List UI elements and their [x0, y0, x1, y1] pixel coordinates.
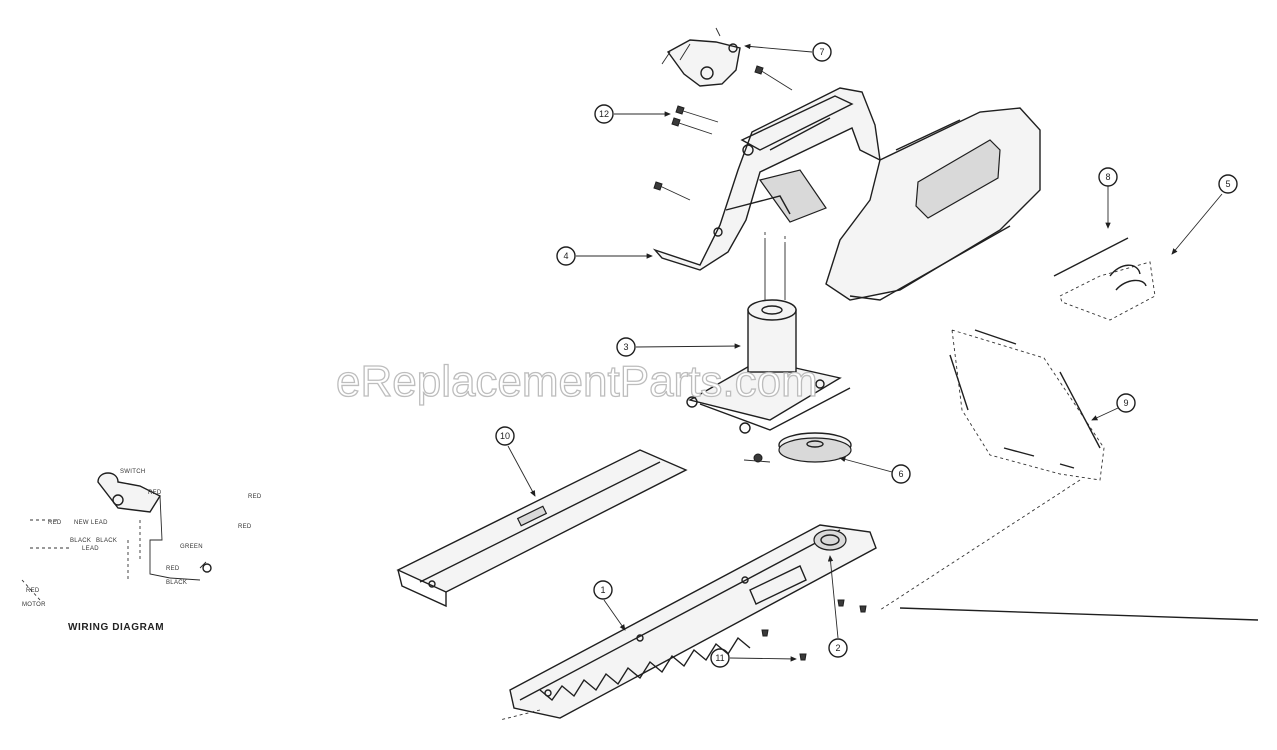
wiring-label-red-3: RED: [238, 524, 252, 530]
callout-6: 6: [839, 456, 911, 484]
wiring-label-switch: SWITCH: [120, 469, 145, 475]
plate-and-clip-part: [1053, 237, 1156, 321]
wiring-diagram: SWITCH RED RED NEW LEAD BLACK BLACK LEAD…: [21, 469, 262, 633]
wiring-label-green: GREEN: [180, 544, 203, 550]
callout-4: 4: [556, 246, 653, 266]
cutter-blade-part: [499, 524, 877, 721]
callout-10-label: 10: [500, 431, 510, 441]
callout-3-label: 3: [623, 342, 628, 352]
callout-4-label: 4: [563, 251, 568, 261]
wiring-label-black-3: BLACK: [166, 580, 187, 586]
callout-11: 11: [710, 648, 797, 668]
watermark-text: eReplacementParts.com: [336, 357, 818, 406]
callout-1: 1: [593, 580, 626, 631]
wiring-label-black-2: BLACK: [96, 538, 117, 544]
callout-5-label: 5: [1225, 179, 1230, 189]
wiring-label-black-1: BLACK: [70, 538, 91, 544]
wiring-label-red-4: RED: [166, 566, 180, 572]
small-screws-part: [761, 599, 867, 661]
switch-bracket-part: [661, 27, 741, 87]
wiring-label-red-6: RED: [248, 494, 262, 500]
callout-8: 8: [1098, 167, 1118, 229]
callout-10: 10: [495, 426, 536, 497]
blade-cover-part: [396, 449, 688, 608]
callout-9: 9: [1091, 393, 1136, 421]
callout-8-label: 8: [1105, 172, 1110, 182]
wiring-label-red-2: RED: [48, 520, 62, 526]
callout-7-label: 7: [819, 47, 824, 57]
callout-11-label: 11: [715, 653, 724, 663]
callout-9-label: 9: [1123, 398, 1128, 408]
eccentric-ring-part: [813, 529, 847, 551]
motor-part: [686, 232, 851, 434]
callout-2: 2: [827, 555, 848, 658]
wiring-label-motor: MOTOR: [22, 602, 46, 608]
wiring-label-red-1: RED: [148, 490, 162, 496]
callout-1-label: 1: [600, 585, 605, 595]
callout-12: 12: [594, 104, 671, 124]
rear-housing-part: [825, 107, 1041, 301]
wiring-label-lead: LEAD: [82, 546, 99, 552]
wiring-label-red-5: RED: [26, 588, 40, 594]
blade-guard-part: [879, 329, 1105, 611]
gear-part: [743, 432, 852, 463]
baseline-line: [899, 607, 1259, 621]
callout-12-label: 12: [599, 109, 609, 119]
callout-6-label: 6: [898, 469, 903, 479]
callout-3: 3: [616, 337, 741, 357]
callout-2-label: 2: [835, 643, 840, 653]
callout-7: 7: [744, 42, 832, 62]
screws-part: [653, 65, 793, 201]
wiring-diagram-title: WIRING DIAGRAM: [68, 622, 164, 633]
callout-5: 5: [1171, 174, 1238, 255]
wiring-label-new-lead: NEW LEAD: [74, 520, 108, 526]
